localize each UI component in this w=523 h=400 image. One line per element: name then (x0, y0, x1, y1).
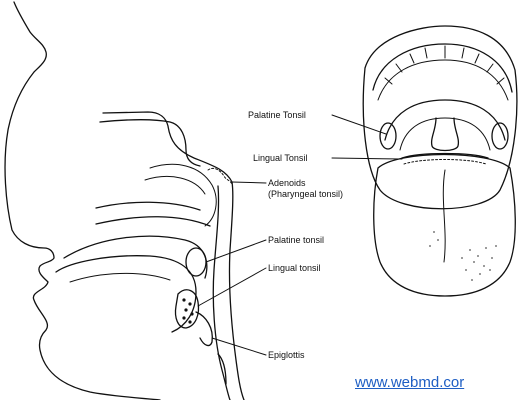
soft-palate (64, 236, 207, 278)
lingual-tonsil-label-side: Lingual tonsil (268, 263, 321, 273)
adenoids-label: Adenoids (268, 178, 306, 188)
source-link[interactable]: www.webmd.cor (355, 374, 464, 391)
lingual-tonsil-front-lower (404, 160, 486, 165)
epiglottis-shape (196, 312, 212, 345)
teeth-marks (385, 46, 504, 84)
palatine-tonsil-left (380, 123, 396, 149)
epiglottis-label: Epiglottis (268, 350, 305, 360)
nasal-passage-lower (96, 217, 210, 226)
palatine-tonsil-label-front: Palatine Tonsil (248, 110, 306, 120)
nasal-passage-upper (96, 202, 200, 210)
face-profile (5, 2, 160, 400)
tongue-inner (70, 273, 170, 282)
uvula (432, 118, 459, 151)
adenoids-sublabel: (Pharyngeal tonsil) (268, 189, 343, 199)
tongue-texture (429, 231, 497, 281)
upper-teeth (373, 44, 512, 92)
front-view-illustration (363, 26, 517, 296)
turbinate (145, 176, 205, 194)
side-view-illustration (5, 2, 244, 400)
tongue-median-groove (443, 170, 445, 262)
palatine-tonsil-label-side: Palatine tonsil (268, 235, 324, 245)
lingual-tonsil-label-front: Lingual Tonsil (253, 153, 307, 163)
palatine-tonsil-side (186, 248, 206, 276)
palate-arch (385, 100, 505, 140)
tongue (56, 256, 196, 332)
hard-palate (100, 120, 200, 166)
palate-arch-inner (400, 118, 490, 150)
